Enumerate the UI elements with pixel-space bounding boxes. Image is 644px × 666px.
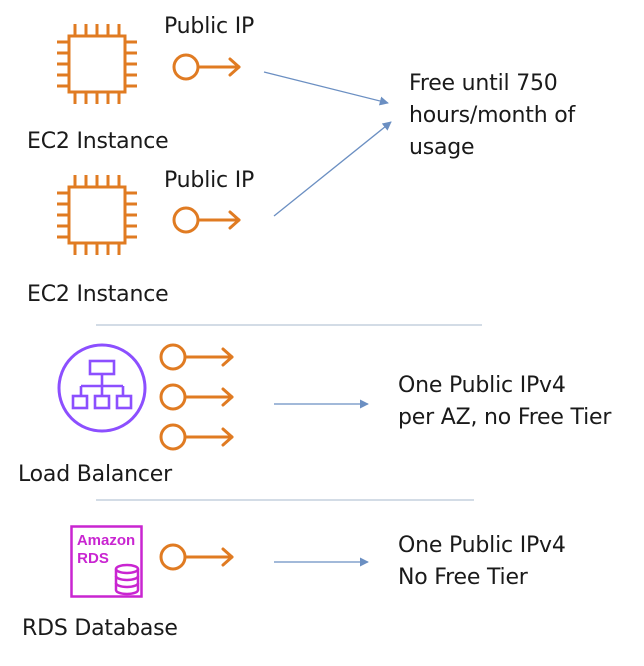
- load-balancer-icon: [57, 343, 147, 433]
- public-ip-icon: [159, 423, 234, 451]
- public-ip-icon: [159, 543, 234, 571]
- ec2-instance-label: EC2 Instance: [27, 282, 169, 307]
- arrow-ec2-1: [263, 71, 389, 106]
- arrow-ec2-2: [273, 121, 392, 217]
- note-line: usage: [409, 135, 475, 160]
- note-line: One Public IPv4: [398, 373, 566, 398]
- rds-pricing-note: One Public IPv4 No Free Tier: [398, 530, 566, 594]
- ec2-chip-icon: [57, 175, 137, 255]
- note-line: One Public IPv4: [398, 533, 566, 558]
- rds-database-label: RDS Database: [22, 616, 178, 641]
- load-balancer-label: Load Balancer: [18, 462, 172, 487]
- load-balancer-pricing-note: One Public IPv4 per AZ, no Free Tier: [398, 370, 611, 434]
- note-line: No Free Tier: [398, 565, 528, 590]
- note-line: hours/month of: [409, 103, 576, 128]
- ec2-chip-icon: [57, 24, 137, 104]
- public-ip-icon: [172, 53, 241, 81]
- ec2-pricing-note: Free until 750 hours/month of usage: [409, 68, 575, 164]
- public-ip-icon: [159, 383, 234, 411]
- public-ip-label: Public IP: [164, 14, 255, 39]
- ec2-instance-label: EC2 Instance: [27, 129, 169, 154]
- public-ip-label: Public IP: [164, 168, 255, 193]
- public-ip-icon: [159, 343, 234, 371]
- svg-text:Amazon: Amazon: [77, 532, 135, 549]
- rds-database-icon: Amazon RDS: [70, 525, 143, 598]
- svg-text:RDS: RDS: [77, 550, 109, 567]
- note-line: per AZ, no Free Tier: [398, 405, 612, 430]
- note-line: Free until 750: [409, 71, 558, 96]
- public-ip-icon: [172, 206, 241, 234]
